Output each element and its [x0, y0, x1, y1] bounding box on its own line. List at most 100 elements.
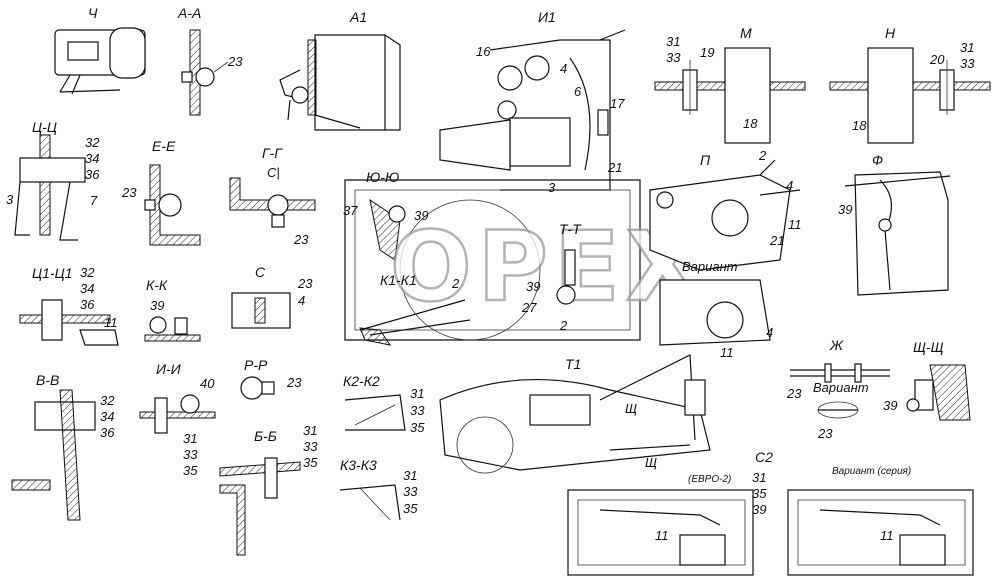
label: 3	[6, 192, 14, 207]
label: 33	[410, 403, 425, 418]
section-title: С	[255, 264, 266, 280]
view-ii: И-И 40 31 33 35	[139, 361, 216, 478]
section-title: А1	[349, 9, 367, 25]
section-title: К3-К3	[340, 457, 377, 473]
view-ts1: Ц1-Ц1 32 34 36 11	[19, 265, 119, 346]
label: 33	[666, 50, 681, 65]
label: 18	[852, 118, 867, 133]
view-n: Н 31 33 20 18	[829, 25, 991, 144]
label: 19	[700, 45, 714, 60]
label: 33	[960, 56, 975, 71]
view-f: Ф 39	[838, 152, 951, 296]
section-title: Ж	[829, 337, 844, 353]
view-rr: Р-Р 23	[240, 357, 302, 400]
label: 23	[227, 54, 243, 69]
section-mark: Щ	[645, 455, 657, 470]
label: 35	[410, 420, 425, 435]
section-title: С2	[755, 449, 773, 465]
view-bb: Б-Б 31 33 35	[219, 423, 318, 556]
section-mark: Щ	[625, 401, 637, 416]
section-title: Ф	[872, 152, 883, 168]
label: 39	[752, 502, 766, 517]
view-ch: Ч	[54, 5, 146, 95]
label: 37	[343, 203, 358, 218]
section-title: Б-Б	[254, 428, 277, 444]
section-title: И1	[538, 9, 556, 25]
label: 23	[817, 426, 833, 441]
section-title: Т-Т	[559, 221, 582, 237]
view-c: С 23 4	[231, 264, 313, 329]
label: 33	[183, 447, 198, 462]
section-title: К2-К2	[343, 373, 380, 389]
view-central: OPEX	[344, 179, 701, 341]
label: 31	[960, 40, 974, 55]
view-i1: И1 16 4 6 17 21 3	[439, 9, 625, 195]
view-p: П 2 4 11 21 Вариант 4 11	[649, 148, 802, 360]
label: 23	[297, 276, 313, 291]
label: 31	[303, 423, 317, 438]
view-yu-yu: Ю-Ю 37 39	[343, 169, 428, 261]
view-m: М 31 33 19 18	[654, 25, 806, 144]
section-title: А-А	[177, 5, 201, 21]
label: 40	[200, 376, 215, 391]
section-title: В-В	[36, 372, 59, 388]
label: 23	[121, 185, 137, 200]
view-zh: Ж 23 Вариант 23	[786, 337, 890, 441]
section-title: Е-Е	[152, 138, 176, 154]
label: 34	[80, 281, 94, 296]
variant-label: Вариант	[813, 380, 869, 395]
section-title: Т1	[565, 356, 581, 372]
section-title: Ц1-Ц1	[32, 265, 73, 281]
label: 31	[410, 386, 424, 401]
label: 16	[476, 44, 491, 59]
view-k3k3: К3-К3 31 33 35	[339, 457, 418, 521]
label: 3	[548, 180, 556, 195]
label: 17	[610, 96, 625, 111]
label: 35	[752, 486, 767, 501]
variant-label: Вариант	[682, 259, 738, 274]
label: 39	[150, 298, 164, 313]
label: 35	[303, 455, 318, 470]
view-ts-ts: Ц-Ц 32 34 36 3 7	[6, 119, 100, 241]
label: 34	[100, 409, 114, 424]
label: 2	[451, 276, 460, 291]
section-mark: С|	[267, 165, 280, 180]
variant-series-label: Вариант (серия)	[832, 466, 911, 477]
label: 4	[298, 293, 305, 308]
section-title: П	[700, 152, 711, 168]
euro2-label: (ЕВРО-2)	[688, 474, 731, 485]
label: 4	[560, 61, 567, 76]
label: 4	[766, 325, 773, 340]
label: 33	[403, 484, 418, 499]
label: 11	[104, 315, 118, 330]
label: 11	[788, 217, 802, 232]
section-title: К-К	[146, 277, 168, 293]
label: 36	[100, 425, 115, 440]
label: 23	[786, 386, 802, 401]
label: 32	[85, 135, 100, 150]
section-title: М	[740, 25, 752, 41]
view-ee: Е-Е 23	[121, 138, 201, 246]
view-gg: Г-Г С| 23	[229, 145, 316, 247]
label: 6	[574, 84, 582, 99]
section-title: Н	[885, 25, 896, 41]
label: 11	[655, 528, 669, 543]
label: 11	[720, 345, 734, 360]
label: 31	[183, 431, 197, 446]
section-title: К1-К1	[380, 272, 417, 288]
section-title: И-И	[156, 361, 182, 377]
label: 33	[303, 439, 318, 454]
label: 21	[607, 160, 622, 175]
label: 39	[838, 202, 852, 217]
label: 2	[758, 148, 767, 163]
label: 4	[786, 178, 793, 193]
label: 27	[521, 300, 537, 315]
label: 31	[752, 470, 766, 485]
label: 21	[769, 233, 784, 248]
view-aa: А-А 23	[177, 5, 243, 116]
label: 23	[286, 375, 302, 390]
label: 32	[80, 265, 95, 280]
section-title: Р-Р	[244, 357, 268, 373]
